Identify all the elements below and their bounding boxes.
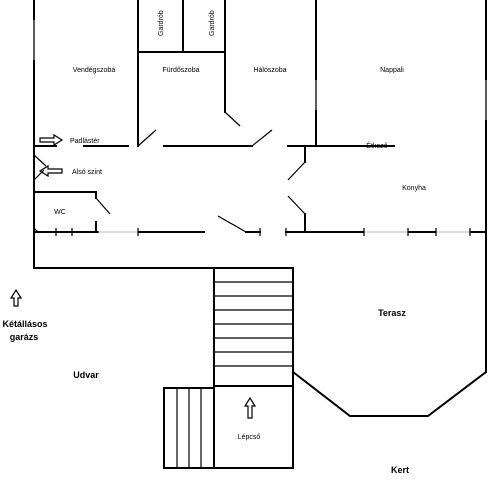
furdo-door-leaf — [224, 111, 241, 127]
terrace-outline — [291, 267, 487, 417]
lepcso-outline — [163, 385, 294, 469]
room-label-also-szint: Alsó szint — [72, 169, 102, 176]
padlaster-step-b — [33, 169, 45, 181]
entrance-steps — [163, 387, 215, 469]
room-label-vendegszoba: Vendégszoba — [73, 67, 116, 74]
room-label-gardrob-2: Gardrób — [209, 10, 216, 36]
area-label-udvar: Udvar — [73, 370, 99, 380]
main-staircase — [213, 267, 294, 387]
room-label-haloszoba: Hálószoba — [253, 67, 286, 74]
area-label-garazs-2: garázs — [10, 332, 39, 342]
wc-door-leaf — [95, 197, 111, 215]
area-label-lepcso: Lépcső — [238, 434, 261, 441]
stair-arrow-icon — [243, 396, 257, 419]
also-szint-arrow-icon — [38, 164, 63, 178]
room-label-nappali: Nappali — [380, 67, 404, 74]
vendeg-door-leaf — [137, 129, 157, 147]
building-walls — [33, 0, 487, 269]
room-label-furdoszoba: Fürdőszoba — [163, 67, 200, 74]
room-label-etkezo: Étkező — [366, 141, 388, 150]
etkezo-door-leaf — [287, 161, 306, 181]
staircase-outline — [213, 267, 294, 387]
padlaster-step-a — [33, 154, 47, 167]
halo-door-leaf — [251, 129, 273, 147]
konyha-door-leaf — [287, 195, 306, 215]
padlaster-arrow-icon — [39, 133, 64, 147]
room-label-konyha: Konyha — [402, 185, 426, 192]
lower-door-leaf — [217, 215, 247, 233]
area-label-terasz: Terasz — [378, 308, 406, 318]
area-label-kert: Kert — [391, 465, 409, 475]
room-label-padlaster: Padlástér — [70, 138, 100, 145]
garage-arrow-icon — [9, 288, 23, 307]
room-label-wc: WC — [54, 209, 66, 216]
room-label-gardrob-1: Gardrób — [158, 10, 165, 36]
area-label-garazs-1: Kétállásos — [2, 319, 47, 329]
